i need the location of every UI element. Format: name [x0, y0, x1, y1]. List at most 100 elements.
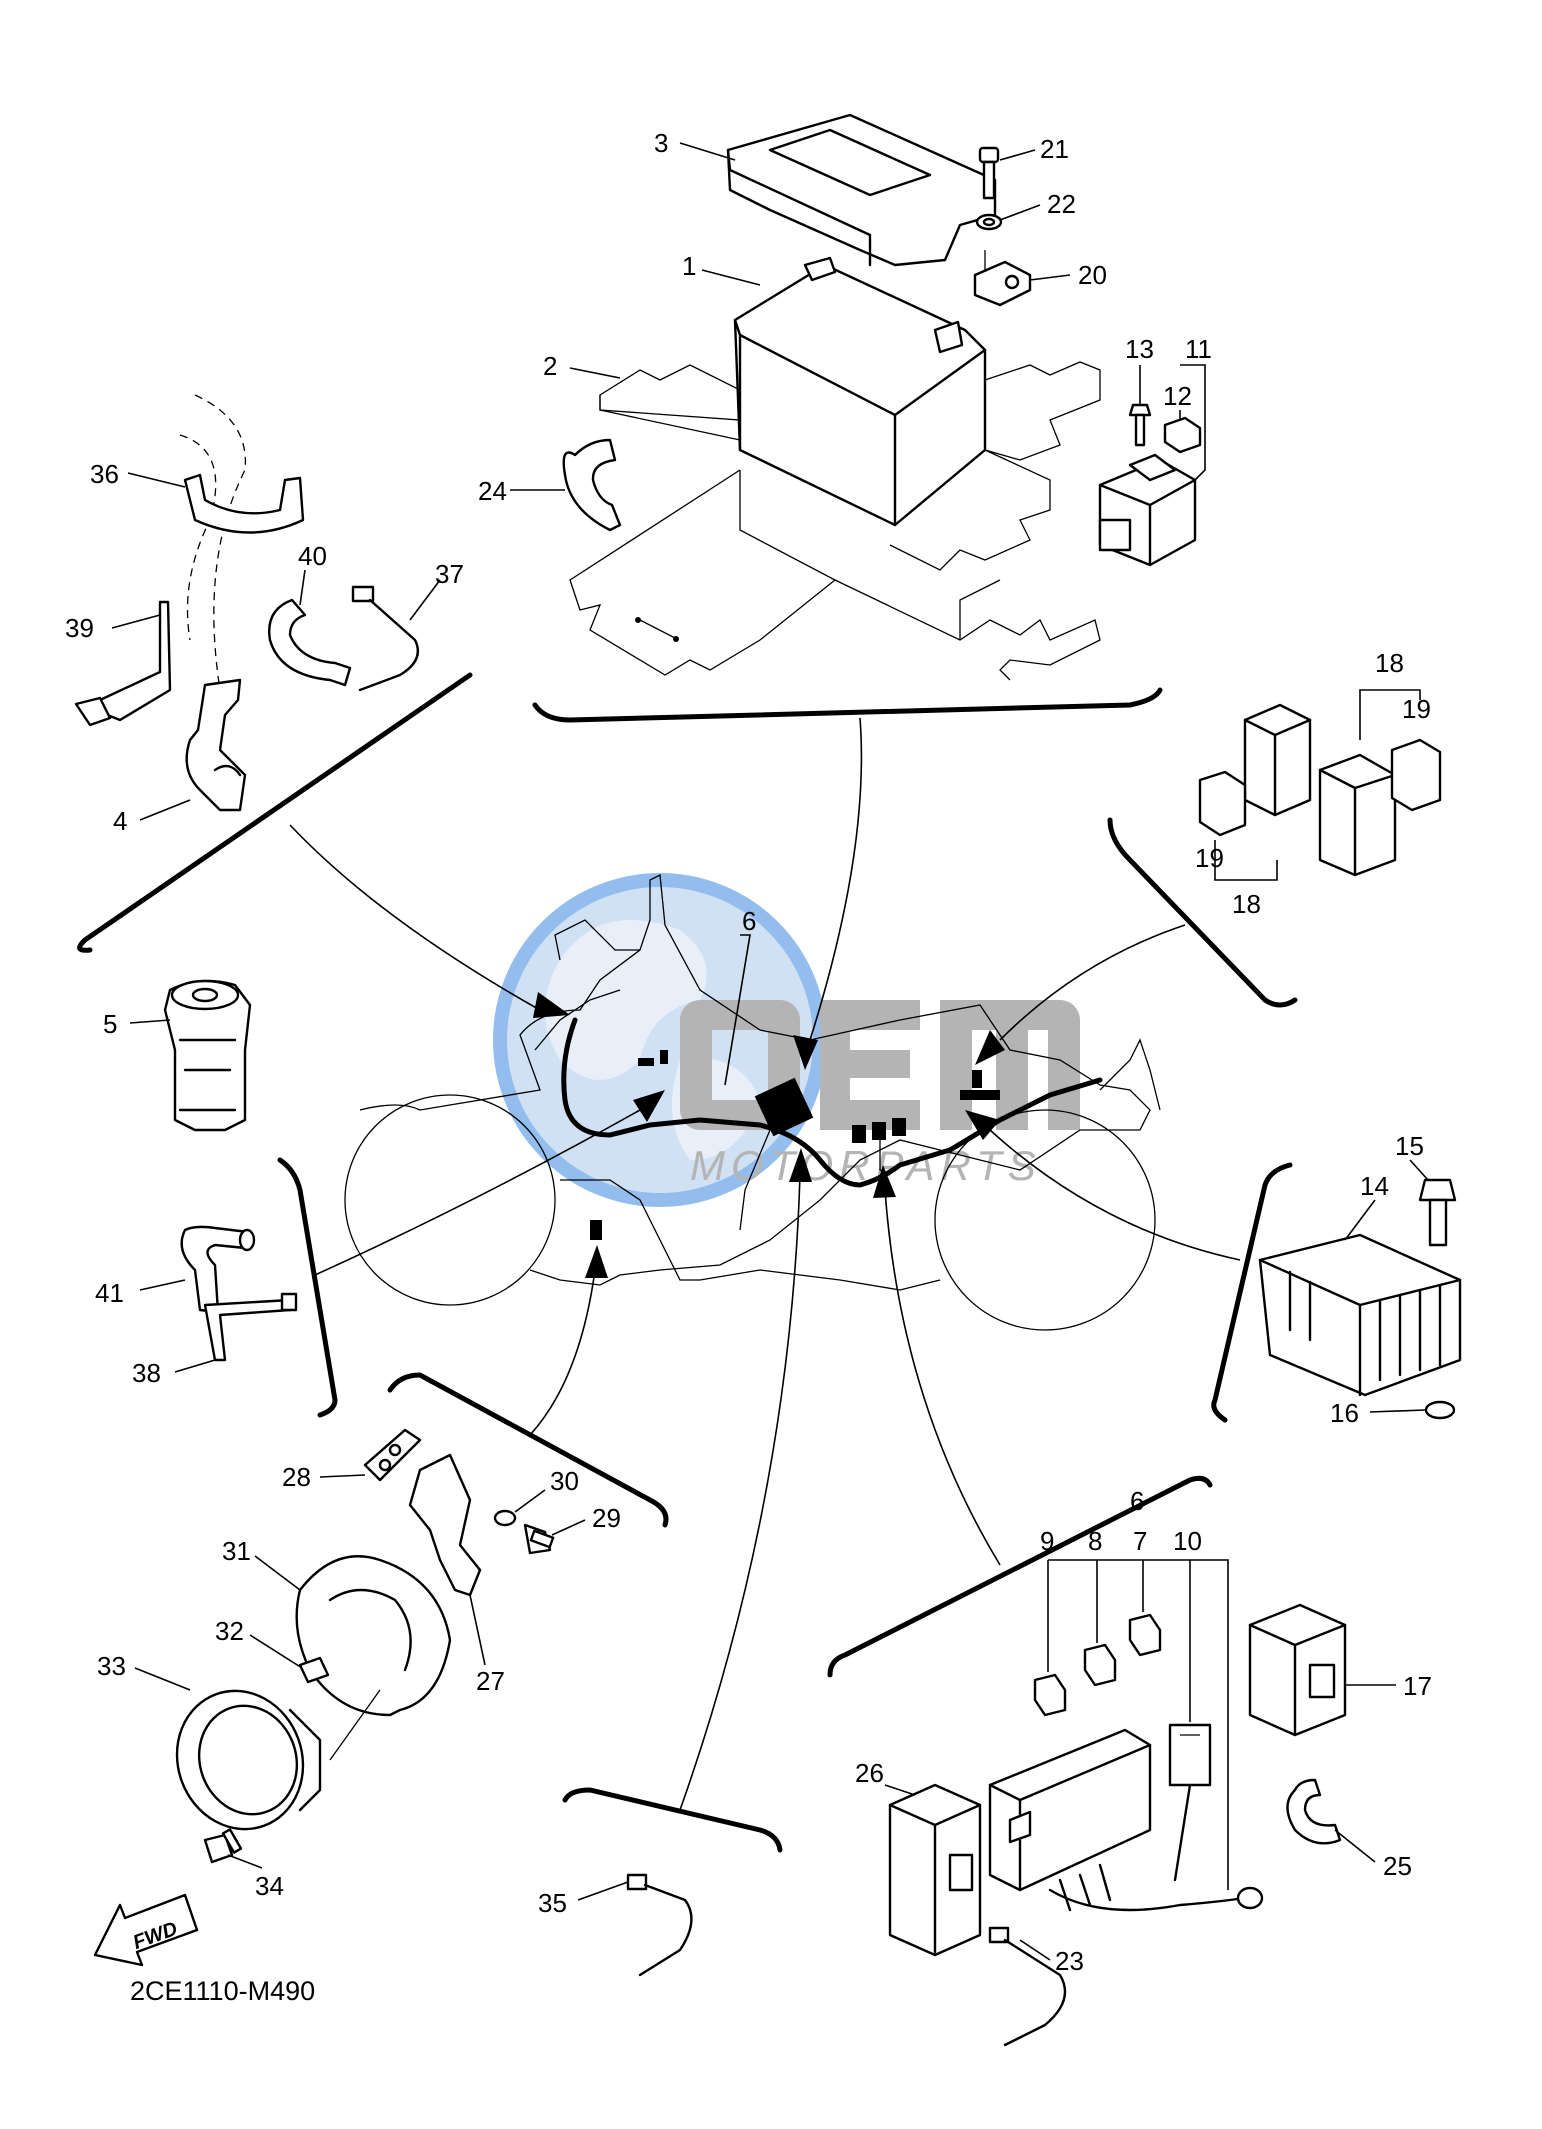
callout-8: 8 [1088, 1526, 1102, 1556]
motorcycle-outline [344, 873, 1161, 1331]
battery-band [562, 438, 622, 532]
fuse-9 [1033, 1673, 1067, 1717]
battery-cover [726, 113, 997, 267]
callout-24: 24 [478, 476, 507, 506]
relay-group [1198, 689, 1442, 881]
top-left-group [74, 394, 420, 812]
wire-harness [561, 1017, 1103, 1240]
holder-4 [185, 678, 247, 812]
fuse-8 [1083, 1643, 1117, 1687]
callout-3: 3 [654, 128, 668, 158]
callout-10: 10 [1173, 1526, 1202, 1556]
battery [733, 256, 987, 527]
screw-32 [298, 1656, 330, 1684]
callout-32: 32 [215, 1616, 244, 1646]
callout-9: 9 [1040, 1526, 1054, 1556]
callout-1: 1 [682, 251, 696, 281]
screw-13 [1128, 403, 1152, 447]
horn-cover-31 [295, 1555, 452, 1717]
clamp-36 [183, 473, 305, 534]
callout-22: 22 [1047, 189, 1076, 219]
pipe-38 [203, 1292, 298, 1362]
callout-23: 23 [1055, 1946, 1084, 1976]
callout-15: 15 [1395, 1131, 1424, 1161]
plate-28 [363, 1428, 422, 1482]
callout-28: 28 [282, 1462, 311, 1492]
bracket-27 [408, 1453, 482, 1597]
rectifier-14 [1258, 1233, 1462, 1397]
battery-tray-sheet [569, 361, 1101, 681]
callout-41: 41 [95, 1278, 124, 1308]
callout-39: 39 [65, 613, 94, 643]
bolt-29 [523, 1523, 555, 1555]
callout-20: 20 [1078, 260, 1107, 290]
terminal-bracket-20 [973, 250, 1032, 307]
starter-relay [1098, 453, 1197, 567]
callout-33: 33 [97, 1651, 126, 1681]
callout-36: 36 [90, 459, 119, 489]
horn-group [175, 1428, 555, 1864]
callout-2: 2 [543, 351, 557, 381]
fwd-arrow-icon: FWD [93, 1893, 199, 1967]
clamp-25 [1286, 1778, 1342, 1845]
cable-tie-23 [988, 1926, 1067, 2047]
bolt-15 [1418, 1178, 1457, 1247]
group-brackets [77, 672, 1298, 1853]
washer-22 [975, 213, 1003, 231]
callout-numbers: 1 2 3 4 5 6 7 8 9 10 11 12 13 14 15 16 1… [65, 128, 1432, 1976]
callout-4: 4 [113, 806, 127, 836]
leader-lines [111, 142, 1429, 1961]
callout-19-b: 19 [1195, 843, 1224, 873]
relay-17 [1248, 1603, 1347, 1737]
watermark-logo: MOTORPARTS [493, 873, 1080, 1207]
hose-40 [268, 598, 352, 687]
callout-29: 29 [592, 1503, 621, 1533]
cable-tie-35 [626, 1873, 693, 1977]
fuse-7 [1128, 1613, 1162, 1657]
fuse-box-6 [988, 1728, 1264, 1912]
callout-40: 40 [298, 541, 327, 571]
washer-30 [493, 1509, 517, 1527]
callout-19: 19 [1402, 694, 1431, 724]
callout-16: 16 [1330, 1398, 1359, 1428]
callout-11: 11 [1185, 334, 1212, 364]
callout-12: 12 [1163, 381, 1192, 411]
washer-16 [1424, 1400, 1456, 1420]
callout-30: 30 [550, 1466, 579, 1496]
bolt-34 [203, 1828, 243, 1864]
hose-41 [180, 1225, 256, 1314]
battery-group [562, 113, 1202, 681]
callout-34: 34 [255, 1871, 284, 1901]
diagram-code: 2CE1110-M490 [130, 1976, 315, 2006]
group-leads [289, 717, 1241, 1811]
fuse-box-group [888, 1559, 1347, 2047]
relay-18b [1318, 753, 1397, 877]
callout-35: 35 [538, 1888, 567, 1918]
callout-26: 26 [855, 1758, 884, 1788]
watermark-subtitle: MOTORPARTS [690, 1142, 1042, 1189]
ignition-switch-5 [163, 979, 252, 1132]
fuse-12 [1163, 416, 1202, 454]
callout-18-b: 18 [1232, 889, 1261, 919]
pipe-39 [74, 600, 172, 727]
relay-18a [1243, 703, 1312, 817]
callout-5: 5 [103, 1009, 117, 1039]
bolt-21 [978, 146, 1000, 200]
callout-6: 6 [742, 906, 756, 936]
callout-18: 18 [1375, 648, 1404, 678]
callout-27: 27 [476, 1666, 505, 1696]
callout-31: 31 [222, 1536, 251, 1566]
callout-21: 21 [1040, 134, 1069, 164]
relay-19b [1390, 738, 1442, 812]
relay-19a [1198, 770, 1247, 837]
horn-33 [175, 1689, 322, 1831]
callout-7: 7 [1133, 1526, 1147, 1556]
callout-14: 14 [1360, 1171, 1389, 1201]
callout-37: 37 [435, 559, 464, 589]
relay-26 [888, 1783, 982, 1957]
connector-10 [1168, 1723, 1212, 1787]
callout-38: 38 [132, 1358, 161, 1388]
callout-25: 25 [1383, 1851, 1412, 1881]
cable-tie-37 [351, 585, 420, 692]
